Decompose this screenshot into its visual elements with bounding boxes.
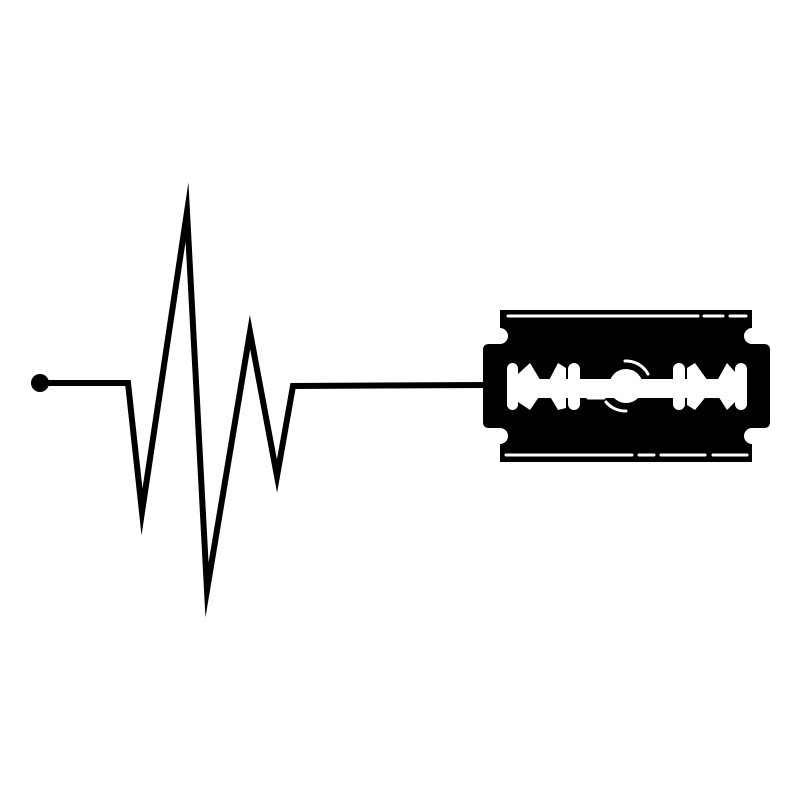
- heartbeat-line-icon: [31, 182, 487, 618]
- razor-blade-icon: [483, 310, 770, 462]
- blade-cutout: [507, 363, 747, 410]
- blade-edge-lines: [504, 314, 749, 457]
- blade-arcs: [586, 359, 650, 413]
- heartbeat-trace: [40, 182, 487, 618]
